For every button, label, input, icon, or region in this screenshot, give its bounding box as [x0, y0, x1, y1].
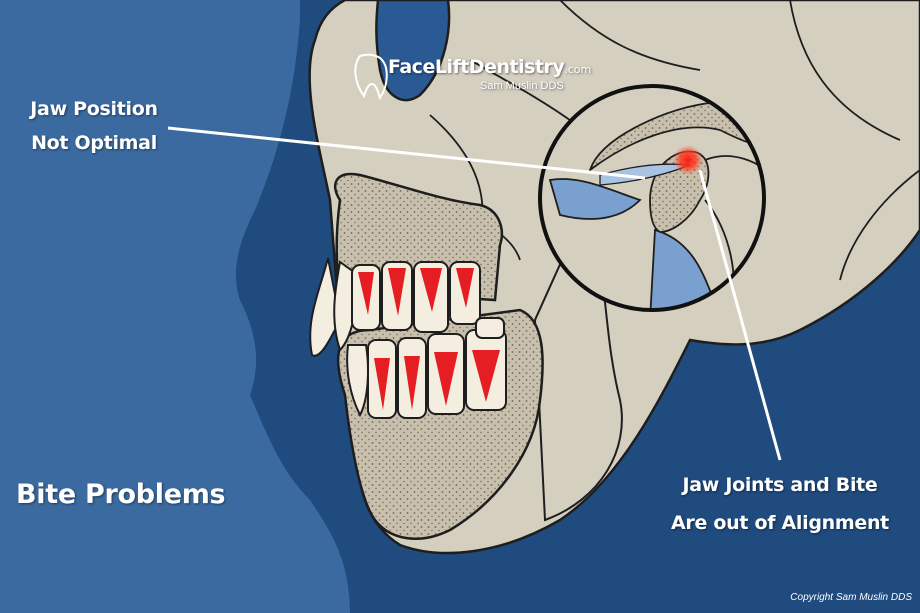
copyright-text: Copyright Sam Muslin DDS — [790, 592, 912, 603]
lower-pulp — [434, 352, 458, 406]
jaw-joint-magnified — [538, 84, 766, 312]
upper-pulp — [358, 272, 374, 315]
label-line: Not Optimal — [31, 132, 157, 154]
skull-contour — [559, 0, 701, 71]
upper-teeth — [309, 257, 481, 357]
logo-name: FaceLiftDentistry.com — [388, 56, 592, 78]
lower-pulp — [374, 358, 390, 410]
label-jaw-joints: Jaw Joints and Bite Are out of Alignment — [660, 466, 900, 542]
label-line: Are out of Alignment — [671, 512, 889, 534]
upper-pulp — [420, 268, 442, 312]
logo-suffix: .com — [564, 63, 592, 76]
lower-pulp — [404, 356, 420, 410]
label-line: Jaw Position — [30, 98, 158, 120]
joint-contour — [704, 155, 764, 181]
label-jaw-position: Jaw Position Not Optimal — [14, 92, 174, 160]
upper-pulp — [388, 268, 406, 316]
skull-contour — [789, 0, 901, 141]
label-bite-problems: Bite Problems — [16, 479, 226, 510]
pointer-line-jaw-position — [167, 126, 646, 180]
lower-teeth — [346, 317, 507, 419]
joint-fossa-gap — [548, 178, 642, 220]
molar-back — [475, 317, 505, 339]
upper-pulp — [456, 268, 474, 308]
pointer-line-jaw-joints — [698, 169, 782, 461]
lower-pulp — [472, 350, 500, 402]
tooth-icon — [354, 53, 388, 101]
skull-contour — [839, 169, 920, 281]
inflammation-marker — [673, 145, 703, 175]
eye-socket — [375, 0, 451, 102]
upper-incisor — [309, 257, 342, 357]
logo-tagline: Sam Muslin DDS — [480, 80, 564, 92]
label-line: Jaw Joints and Bite — [682, 474, 878, 496]
